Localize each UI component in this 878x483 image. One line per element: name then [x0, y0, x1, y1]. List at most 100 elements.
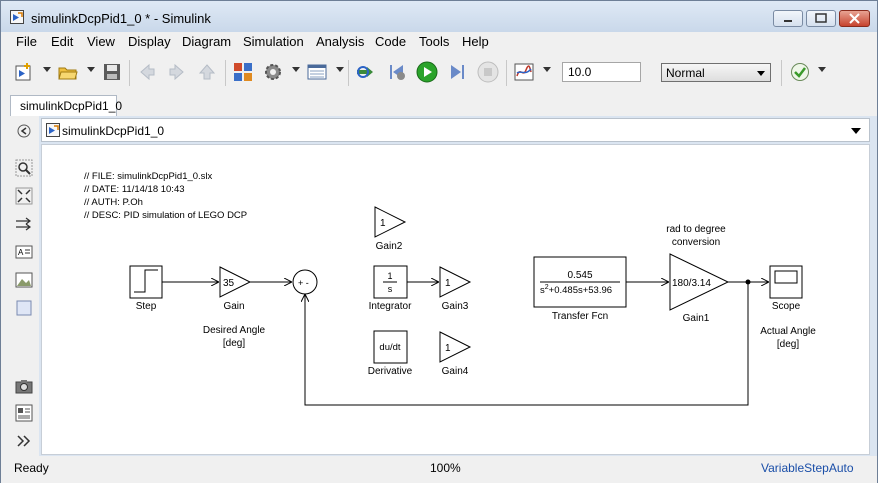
route-lines-icon[interactable]	[15, 215, 33, 233]
derivative-block[interactable]: du/dt Derivative	[368, 330, 413, 377]
conversion-annotation: conversion	[672, 237, 720, 248]
menu-help[interactable]: Help	[462, 34, 489, 49]
area-icon[interactable]	[15, 299, 33, 317]
gain-block[interactable]: 35 Gain	[219, 266, 252, 312]
fit-to-view-icon[interactable]	[15, 187, 33, 205]
branch-point	[745, 279, 751, 285]
scope-block-label: Scope	[772, 301, 801, 312]
zoom-icon[interactable]	[15, 159, 33, 177]
library-browser-icon[interactable]	[233, 62, 253, 82]
integrator-denominator: s	[388, 284, 393, 294]
maximize-button[interactable]	[806, 10, 836, 27]
screenshot-camera-icon[interactable]	[15, 377, 33, 395]
derivative-block-label: Derivative	[368, 366, 413, 377]
gain4-value: 1	[445, 343, 451, 354]
chevron-down-icon	[757, 71, 765, 76]
sum-signs: + -	[298, 278, 309, 288]
property-inspector-icon[interactable]	[15, 404, 33, 422]
model-explorer-bar[interactable]: simulinkDcpPid1_0	[41, 118, 870, 142]
menu-file[interactable]: File	[16, 34, 37, 49]
annotation-icon[interactable]: A	[15, 243, 33, 261]
actual-angle-annotation: Actual Angle	[760, 326, 816, 337]
forward-arrow-icon[interactable]	[167, 62, 187, 82]
gain2-block[interactable]: 1 Gain2	[374, 206, 407, 252]
stop-icon[interactable]	[477, 61, 499, 83]
status-bar: Ready 100% VariableStepAuto	[1, 456, 877, 483]
menu-view[interactable]: View	[87, 34, 115, 49]
left-palette: A	[1, 116, 39, 456]
model-advisor-check-icon[interactable]	[790, 62, 810, 82]
gain1-value: 180/3.14	[672, 278, 711, 289]
window-title: simulinkDcpPid1_0 * - Simulink	[31, 11, 211, 26]
gain4-block[interactable]: 1 Gain4	[439, 331, 472, 377]
model-note-line: // DATE: 11/14/18 10:43	[84, 184, 185, 195]
menu-edit[interactable]: Edit	[51, 34, 74, 49]
update-diagram-icon[interactable]	[355, 62, 375, 82]
model-config-gear-icon[interactable]	[263, 62, 283, 82]
tab-strip	[1, 93, 877, 116]
gain1-block[interactable]: 180/3.14 Gain1	[669, 253, 730, 324]
gain4-block-label: Gain4	[442, 366, 469, 377]
toolbar-separator	[225, 60, 226, 86]
close-button[interactable]	[839, 10, 870, 27]
transfer-fcn-block[interactable]: 0.545 s2+0.485s+53.96 Transfer Fcn	[533, 256, 627, 322]
new-model-dropdown[interactable]	[43, 67, 51, 72]
config-dropdown[interactable]	[292, 67, 300, 72]
sum-block[interactable]: + -	[292, 269, 318, 295]
data-inspector-icon[interactable]	[514, 62, 534, 82]
image-icon[interactable]	[15, 271, 33, 289]
up-arrow-icon[interactable]	[197, 62, 217, 82]
tab-model[interactable]: simulinkDcpPid1_0	[10, 95, 122, 116]
gain3-block[interactable]: 1 Gain3	[439, 266, 472, 312]
tf-denominator: s2+0.485s+53.96	[540, 284, 612, 296]
model-note-line: // DESC: PID simulation of LEGO DCP	[84, 210, 247, 221]
rad-to-degree-annotation: rad to degree	[666, 224, 726, 235]
hide-explorer-icon[interactable]	[15, 122, 33, 140]
new-model-icon[interactable]	[14, 62, 34, 82]
menu-display[interactable]: Display	[128, 34, 171, 49]
menu-code[interactable]: Code	[375, 34, 407, 49]
menu-analysis[interactable]: Analysis	[316, 34, 365, 49]
step-back-icon[interactable]	[387, 62, 407, 82]
advisor-dropdown[interactable]	[818, 67, 826, 72]
minimize-button[interactable]	[773, 10, 803, 27]
stop-time-input[interactable]	[562, 62, 641, 82]
svg-text:A: A	[18, 248, 24, 257]
save-icon[interactable]	[102, 62, 122, 82]
integrator-block[interactable]: 1 s Integrator	[369, 265, 412, 312]
simulink-app-icon	[10, 10, 24, 24]
step-block[interactable]: Step	[129, 265, 163, 312]
step-forward-icon[interactable]	[447, 62, 467, 82]
chevron-down-icon[interactable]	[851, 128, 861, 134]
menu-diagram[interactable]: Diagram	[182, 34, 232, 49]
integrator-block-label: Integrator	[369, 301, 412, 312]
title-bar: simulinkDcpPid1_0 * - Simulink	[1, 1, 877, 32]
desired-angle-unit: [deg]	[223, 338, 245, 349]
desired-angle-annotation: Desired Angle	[203, 325, 266, 336]
status-ready: Ready	[14, 461, 49, 475]
gain-block-label: Gain	[223, 301, 244, 312]
solver-link[interactable]: VariableStepAuto	[761, 461, 854, 475]
simulation-mode-value: Normal	[666, 66, 705, 80]
gain-value: 35	[223, 278, 235, 289]
data-inspector-dropdown[interactable]	[543, 67, 551, 72]
open-folder-icon[interactable]	[58, 62, 78, 82]
toolbar-separator	[781, 60, 782, 86]
diagram-canvas[interactable]: // FILE: simulinkDcpPid1_0.slx // DATE: …	[41, 144, 870, 455]
menu-tools[interactable]: Tools	[419, 34, 450, 49]
model-note-line: // AUTH: P.Oh	[84, 197, 143, 208]
gain2-value: 1	[380, 218, 386, 229]
run-icon[interactable]	[416, 61, 438, 83]
model-explorer-icon[interactable]	[307, 62, 327, 82]
toolbar-separator	[348, 60, 349, 86]
open-dropdown[interactable]	[87, 67, 95, 72]
menu-simulation[interactable]: Simulation	[243, 34, 304, 49]
derivative-value: du/dt	[379, 342, 400, 353]
back-arrow-icon[interactable]	[137, 62, 157, 82]
model-path-label: simulinkDcpPid1_0	[62, 124, 165, 138]
simulation-mode-select[interactable]: Normal	[661, 63, 771, 82]
explorer-dropdown[interactable]	[336, 67, 344, 72]
expand-chevrons-icon[interactable]	[15, 432, 33, 450]
scope-block[interactable]: Scope	[769, 265, 803, 312]
integrator-numerator: 1	[387, 271, 392, 281]
